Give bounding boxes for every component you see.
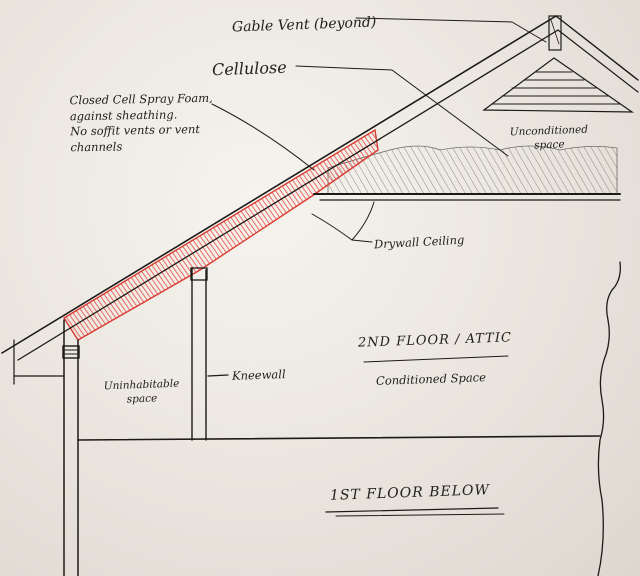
leader-gable: [355, 17, 547, 43]
kneewall-top-plate: [190, 267, 208, 281]
unconditioned-label-line: Unconditioned: [509, 123, 589, 139]
floor2-underline: [363, 355, 509, 363]
roof-left-outer: [1, 15, 557, 354]
unconditioned-label-line: space: [533, 138, 565, 152]
spray-foam-label-line: No soffit vents or vent: [70, 122, 201, 139]
spray-foam-label-line: Closed Cell Spray Foam,: [69, 90, 213, 108]
kneewall-label: Kneewall: [231, 367, 286, 383]
uninhabitable-space-label: Uninhabitable space: [104, 377, 181, 408]
ridge-post: [548, 15, 562, 51]
gable-vent: [482, 57, 634, 113]
leader-cellulose: [295, 65, 509, 157]
leader-drywall: [311, 213, 373, 243]
uninhabitable-label-line: Uninhabitable: [103, 377, 180, 393]
cellulose-label: Cellulose: [211, 57, 287, 80]
cellulose-insulation: [327, 145, 618, 195]
spray-foam-label-line: channels: [70, 138, 123, 154]
roof-right-outer: [555, 15, 639, 81]
kneewall-arrow: [207, 374, 229, 377]
floor1-underline: [325, 507, 499, 513]
floor1-underline: [335, 513, 505, 517]
floor-deck: [77, 435, 601, 441]
wall-top-plate: [62, 345, 80, 359]
unconditioned-space-label: Unconditioned space: [510, 123, 589, 154]
leader-spray: [211, 103, 315, 171]
spray-foam-insulation: [63, 128, 379, 341]
roof-right-inner: [557, 29, 639, 93]
ridge-post-hatch: [550, 19, 560, 45]
roof-left-inner: [17, 29, 559, 361]
right-wall-break: [597, 261, 621, 576]
uninhabitable-label-line: space: [126, 392, 158, 406]
spray-foam-label: Closed Cell Spray Foam, against sheathin…: [69, 91, 220, 156]
leader-drywall-2: [351, 201, 375, 241]
